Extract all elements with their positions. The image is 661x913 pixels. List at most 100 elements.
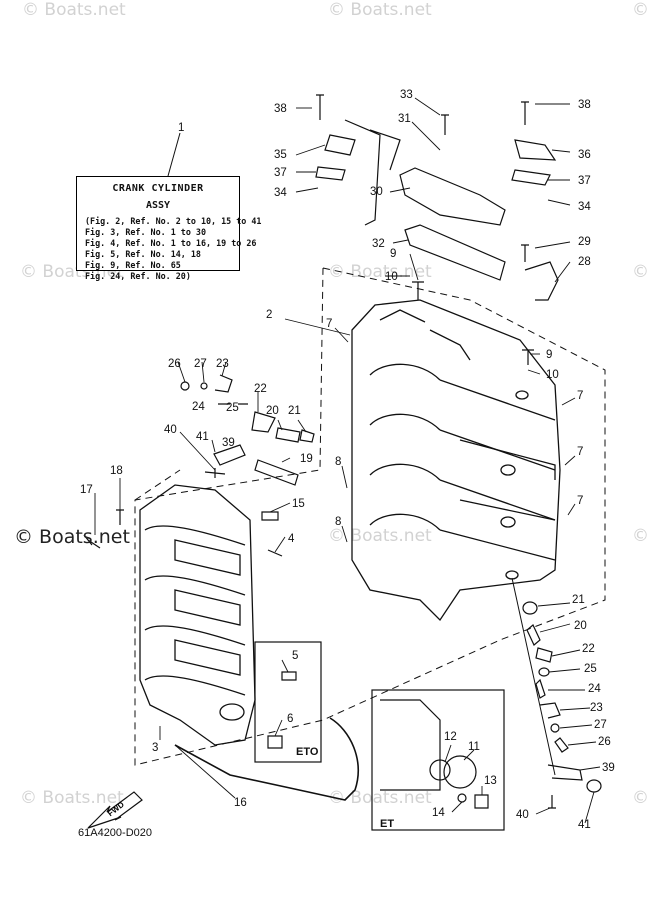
callout: 35 xyxy=(274,149,287,161)
small-parts-left xyxy=(180,374,315,557)
callout: 7 xyxy=(326,318,332,330)
callout: 10 xyxy=(546,369,559,381)
et-box xyxy=(371,689,505,831)
callout: 37 xyxy=(578,175,591,187)
callout: 34 xyxy=(578,201,591,213)
callout-labels: 1 2 3 4 5 6 7 7 7 7 8 8 9 9 10 10 11 12 … xyxy=(80,89,615,831)
callout: 5 xyxy=(292,650,298,662)
reference-line: Fig. 5, Ref. No. 14, 18 xyxy=(85,249,201,259)
callout: 3 xyxy=(152,742,158,754)
callout: 2 xyxy=(266,309,272,321)
reference-line: Fig. 4, Ref. No. 1 to 16, 19 to 26 xyxy=(85,238,257,248)
reference-list: (Fig. 2, Ref. No. 2 to 10, 15 to 41 Fig.… xyxy=(85,216,262,282)
callout: 4 xyxy=(288,533,295,545)
callout: 15 xyxy=(292,498,305,510)
small-parts-right xyxy=(511,577,602,809)
et-label: ET xyxy=(380,818,395,830)
callout: 36 xyxy=(578,149,591,161)
callout: 17 xyxy=(80,484,93,496)
watermark: © Boats.net xyxy=(328,526,432,546)
callout: 23 xyxy=(590,702,603,714)
callout: 23 xyxy=(216,358,229,370)
callout: 39 xyxy=(222,437,235,449)
assembly-title: CRANK CYLINDER xyxy=(112,183,204,194)
callout: 26 xyxy=(168,358,181,370)
reference-line: Fig. 9, Ref. No. 65 xyxy=(85,260,181,270)
callout: 25 xyxy=(584,663,597,675)
callout: 13 xyxy=(484,775,497,787)
watermark: © xyxy=(632,262,649,282)
watermark: © Boats.net xyxy=(328,788,432,808)
watermark: © Boats.net xyxy=(20,788,124,808)
watermark: © xyxy=(632,788,649,808)
callout: 41 xyxy=(578,819,591,831)
watermark: © Boats.net xyxy=(328,0,432,20)
fwd-arrow-icon: FWD xyxy=(87,791,143,829)
drawing-code: 61A4200-D020 xyxy=(78,827,153,839)
callout: 38 xyxy=(274,103,287,115)
et-parts xyxy=(380,699,489,809)
callout: 31 xyxy=(398,113,411,125)
callout: 6 xyxy=(287,713,293,725)
callout: 16 xyxy=(234,797,247,809)
callout: 40 xyxy=(164,424,177,436)
eto-parts xyxy=(267,671,297,749)
assembly-subtitle: ASSY xyxy=(145,200,171,211)
callout: 28 xyxy=(578,256,591,268)
title-leader xyxy=(167,132,181,177)
watermark: © xyxy=(632,526,649,546)
callout: 12 xyxy=(444,731,457,743)
callout: 38 xyxy=(578,99,591,111)
callout: 9 xyxy=(546,349,552,361)
callout: 39 xyxy=(602,762,615,774)
callout: 33 xyxy=(400,89,413,101)
callout: 27 xyxy=(594,719,607,731)
callout: 30 xyxy=(370,186,383,198)
callout: 41 xyxy=(196,431,209,443)
callout: 8 xyxy=(335,456,341,468)
callout: 21 xyxy=(572,594,585,606)
callout: 27 xyxy=(194,358,207,370)
cylinder-block xyxy=(351,299,561,622)
leader-lines xyxy=(94,97,601,824)
callout: 7 xyxy=(577,495,583,507)
callout: 32 xyxy=(372,238,385,250)
callout: 21 xyxy=(288,405,301,417)
eto-box xyxy=(254,641,322,763)
callout: 24 xyxy=(588,683,601,695)
callout: 7 xyxy=(577,446,583,458)
callout: 40 xyxy=(516,809,529,821)
crankcase xyxy=(139,484,256,746)
reference-line: Fig. 24, Ref. No. 20) xyxy=(85,271,191,281)
watermark: © Boats.net xyxy=(22,0,126,20)
callout: 7 xyxy=(577,390,583,402)
callout: 8 xyxy=(335,516,341,528)
watermark: © Boats.net xyxy=(328,262,432,282)
callout: 37 xyxy=(274,167,287,179)
assembly-info-box: CRANK CYLINDER ASSY (Fig. 2, Ref. No. 2 … xyxy=(76,176,261,281)
callout: 19 xyxy=(300,453,313,465)
eto-label: ETO xyxy=(296,746,319,758)
callout: 20 xyxy=(574,620,587,632)
cable xyxy=(174,717,359,801)
reference-line: (Fig. 2, Ref. No. 2 to 10, 15 to 41 xyxy=(85,216,262,226)
callout: 22 xyxy=(254,383,267,395)
top-cover-assembly xyxy=(315,119,559,301)
callout: 18 xyxy=(110,465,123,477)
boats-net-watermark: © Boats.net xyxy=(14,526,130,548)
callout: 20 xyxy=(266,405,279,417)
callout: 9 xyxy=(390,248,396,260)
bolts xyxy=(83,94,534,549)
callout: 25 xyxy=(226,402,239,414)
watermark: © xyxy=(632,0,649,20)
callout: 1 xyxy=(178,122,184,134)
callout: 14 xyxy=(432,807,445,819)
callout: 11 xyxy=(468,741,480,753)
callout: 10 xyxy=(385,271,398,283)
assembly-outline xyxy=(134,267,606,766)
callout: 24 xyxy=(192,401,205,413)
callout: 29 xyxy=(578,236,591,248)
callout: 26 xyxy=(598,736,611,748)
callout: 34 xyxy=(274,187,287,199)
